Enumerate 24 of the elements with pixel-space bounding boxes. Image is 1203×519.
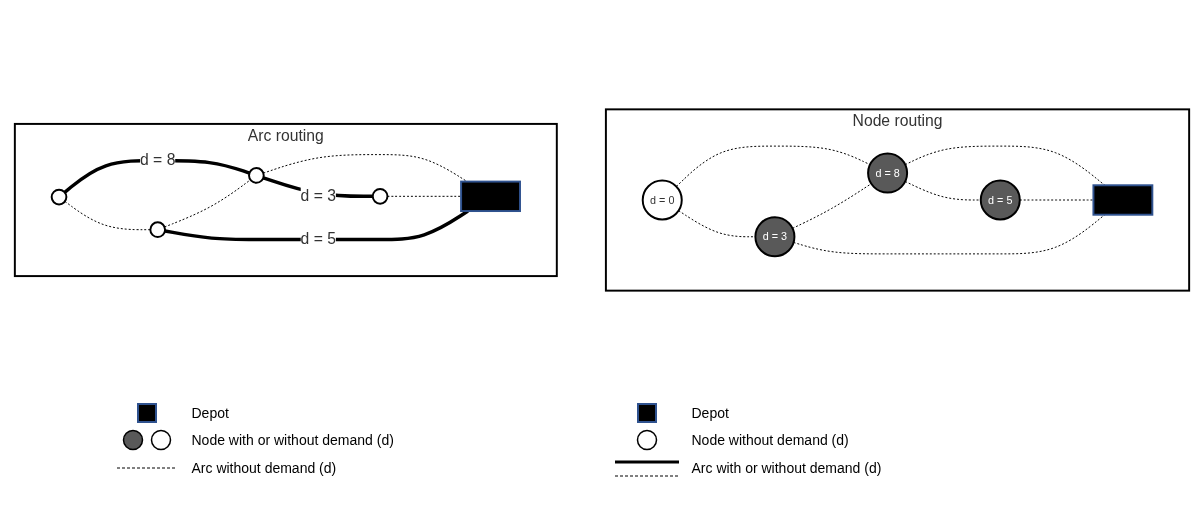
node-box xyxy=(459,180,521,212)
legend-text: Depot xyxy=(691,405,729,421)
node-circle: d = 3 xyxy=(753,216,795,258)
connector xyxy=(675,145,870,187)
connector xyxy=(63,200,151,231)
legend-text: Node with or without demand (d) xyxy=(191,432,394,448)
node-circle xyxy=(50,188,67,206)
legend-text: Depot xyxy=(191,405,229,421)
connector xyxy=(163,179,251,228)
node-circle: d = 8 xyxy=(866,152,908,194)
edge-label: d = 3 xyxy=(300,187,336,205)
legend-text: Arc without demand (d) xyxy=(191,460,337,476)
node-circle: d = 0 xyxy=(641,179,683,221)
node-box xyxy=(1091,184,1153,216)
node-circle xyxy=(247,167,265,184)
edge-label: d = 5 xyxy=(300,230,336,248)
connector xyxy=(791,183,872,229)
node-circle xyxy=(148,221,166,239)
node-circle xyxy=(371,188,388,205)
node-circle: d = 5 xyxy=(979,179,1021,221)
legend-text: Arc with or without demand (d) xyxy=(691,460,882,476)
legend-text: Node without demand (d) xyxy=(691,432,849,448)
edge-label: d = 8 xyxy=(139,151,175,169)
connector xyxy=(262,154,468,183)
